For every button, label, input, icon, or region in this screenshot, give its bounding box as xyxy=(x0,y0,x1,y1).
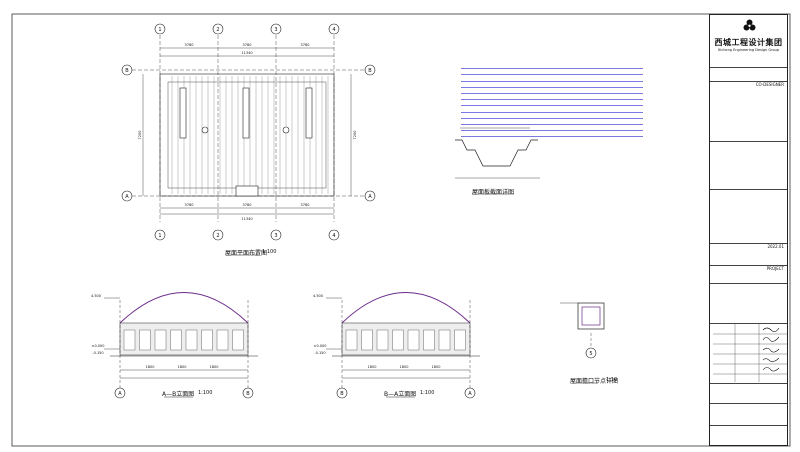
wall-panel xyxy=(423,329,435,351)
elev-ba-dim-1: 1800 xyxy=(368,365,377,369)
wall-panel xyxy=(361,329,373,351)
plan-skylights xyxy=(179,87,313,197)
elevation-axis-bubbles xyxy=(114,347,597,399)
elev-ab-dim-2: 1800 xyxy=(178,365,187,369)
section-title: 屋面板截面详图 xyxy=(472,189,515,196)
wall-panel xyxy=(139,329,151,351)
plan-axis-bubbles xyxy=(121,23,376,241)
sheet-border xyxy=(11,13,791,447)
wall-panel xyxy=(376,329,389,351)
dim-bottom-3: 3780 xyxy=(301,203,310,207)
elev-ba-axis-right: A xyxy=(468,391,472,397)
title-block: 西城工程设计集团 Xicheng Engineering Design Grou… xyxy=(709,14,788,446)
roof-plan xyxy=(132,35,365,222)
elev-ab-dim-3: 1800 xyxy=(210,365,219,369)
title-row-2 xyxy=(710,141,787,189)
wall-panel xyxy=(170,329,182,351)
axis-2-bottom: 2 xyxy=(216,233,219,239)
wall-panel xyxy=(201,329,213,351)
dim-bottom-1: 3780 xyxy=(185,203,194,207)
axis-4-top: 4 xyxy=(332,27,335,33)
elev-ba-axis-left: B xyxy=(340,391,344,397)
elev-ab-title: A—B立面图 xyxy=(162,391,195,398)
title-row-date: 2022.01 xyxy=(710,243,787,265)
node-axis: 5 xyxy=(589,351,592,357)
wall-panel xyxy=(454,329,466,351)
profile-section-detail xyxy=(455,127,540,179)
wall-panel xyxy=(232,329,244,351)
company-name-en: Xicheng Engineering Design Group xyxy=(717,48,780,52)
company-logo-icon xyxy=(743,19,756,31)
wall-panel xyxy=(407,329,420,351)
plan-title: 屋面平面布置图 xyxy=(225,250,268,257)
axis-b-right: B xyxy=(368,68,372,74)
elevation-a-b-panels xyxy=(123,329,244,351)
wall-panel xyxy=(345,329,358,351)
wall-panel xyxy=(216,329,229,351)
axis-1-bottom: 1 xyxy=(158,233,161,239)
axis-b-left: B xyxy=(125,68,129,74)
title-row-codesigner: CO-DESIGNER xyxy=(710,81,787,141)
axis-a-right: A xyxy=(368,194,372,200)
design-notes xyxy=(461,63,643,138)
title-row-4 xyxy=(710,283,787,323)
elev-ba-dim-3: 1800 xyxy=(432,365,441,369)
dim-top-total: 11340 xyxy=(241,51,252,55)
dim-bottom-2: 3780 xyxy=(243,203,252,207)
wall-panel xyxy=(392,329,404,351)
elev-ba-scale: 1:100 xyxy=(420,390,435,396)
axis-a-left: A xyxy=(125,194,129,200)
axis-3-top: 3 xyxy=(274,27,277,33)
title-row-project: PROJECT xyxy=(710,265,787,283)
dim-right: 7200 xyxy=(353,131,357,140)
elev-ba-level-zero: ±0.000 xyxy=(314,344,327,348)
axis-4-bottom: 4 xyxy=(332,233,335,239)
roof-ribs xyxy=(171,76,329,194)
node-scale: 1:10 xyxy=(606,377,618,383)
axis-3-bottom: 3 xyxy=(274,233,277,239)
eaves-node-detail xyxy=(560,302,605,348)
title-row-signatures xyxy=(710,323,787,383)
elevation-b-a-panels xyxy=(345,329,466,351)
axis-1-top: 1 xyxy=(158,27,161,33)
title-row-1 xyxy=(710,67,787,81)
elev-ab-level-neg: -0.150 xyxy=(92,351,103,355)
elev-ab-dim-1: 1800 xyxy=(146,365,155,369)
dim-top-2: 3780 xyxy=(243,43,252,47)
node-title: 屋面檐口节点详图 xyxy=(570,378,619,385)
elev-ab-scale: 1:100 xyxy=(198,390,213,396)
wall-panel xyxy=(438,329,451,351)
axis-2-top: 2 xyxy=(216,27,219,33)
elev-ba-level-top: 4.500 xyxy=(313,294,323,298)
title-row-5 xyxy=(710,383,787,403)
elev-ba-dim-2: 1800 xyxy=(400,365,409,369)
elev-ab-level-top: 4.500 xyxy=(91,294,101,298)
signature-table xyxy=(713,324,787,382)
title-row-6 xyxy=(710,403,787,425)
dim-left: 7200 xyxy=(138,131,142,140)
title-row-3 xyxy=(710,189,787,243)
plan-scale: 1:100 xyxy=(262,249,277,255)
elev-ba-level-neg: -0.150 xyxy=(314,351,325,355)
wall-panel xyxy=(154,329,167,351)
title-row-7 xyxy=(710,425,787,446)
company-logo: 西城工程设计集团 Xicheng Engineering Design Grou… xyxy=(710,15,787,67)
wall-panel xyxy=(185,329,198,351)
company-name-cn: 西城工程设计集团 xyxy=(714,38,783,47)
dim-top-3: 3780 xyxy=(301,43,310,47)
elev-ba-title: B—A立面图 xyxy=(384,391,417,398)
elev-ab-axis-right: B xyxy=(246,391,250,397)
dim-bottom-total: 11340 xyxy=(241,217,252,221)
wall-panel xyxy=(123,329,136,351)
elev-ab-axis-left: A xyxy=(118,391,122,397)
dim-top-1: 3780 xyxy=(185,43,194,47)
elev-ab-level-zero: ±0.000 xyxy=(92,344,105,348)
